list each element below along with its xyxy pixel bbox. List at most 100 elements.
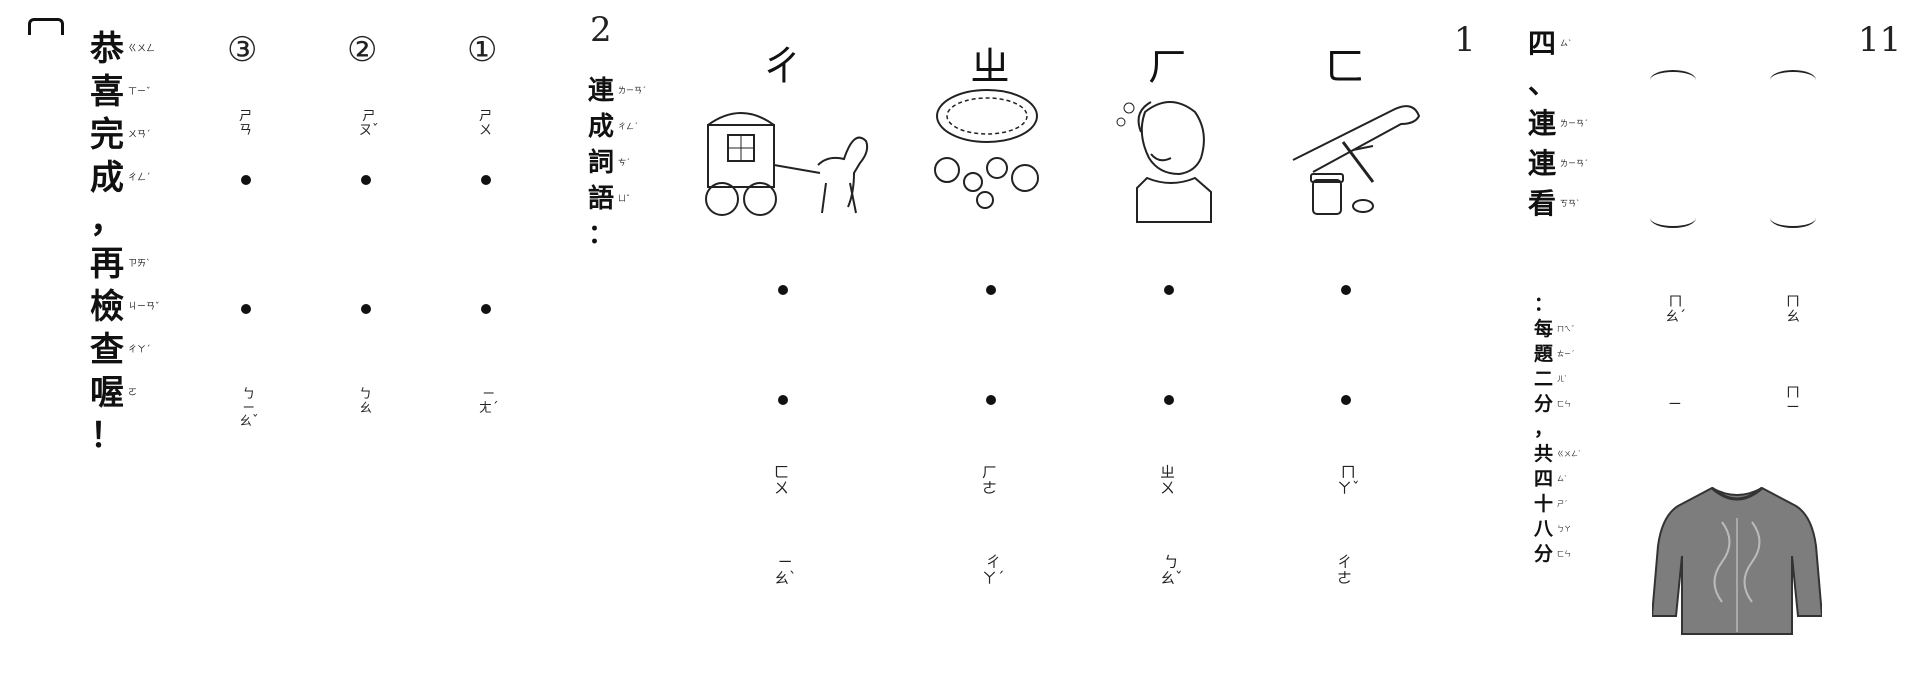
section-4-score-zhuyin: ㄈㄣ bbox=[1557, 400, 1572, 408]
connect-dot[interactable] bbox=[1341, 395, 1351, 405]
word-zhuyin-top: ㄏㄜ bbox=[982, 463, 998, 497]
section-4-title-hanzi: 連 bbox=[1528, 107, 1557, 140]
section-4-title-hanzi: 連 bbox=[1528, 147, 1557, 180]
congrats-hanzi: 完 bbox=[90, 115, 124, 155]
section-4-score-char: 分ㄈㄣ bbox=[1534, 395, 1571, 414]
connect-dot[interactable] bbox=[481, 175, 491, 185]
section-4-title-hanzi: 四 bbox=[1528, 27, 1557, 60]
word-zhuyin-top: ㄇㄚˇ bbox=[1337, 463, 1360, 497]
connect-dot[interactable] bbox=[986, 285, 996, 295]
word-zhuyin-top: ㄓㄨ bbox=[1160, 463, 1176, 497]
connect-dot[interactable] bbox=[241, 304, 251, 314]
section-4-score-hanzi: 二 bbox=[1534, 368, 1554, 390]
item-bottom-zhuyin: ㄅㄧㄠˇ bbox=[239, 387, 259, 430]
section-1-number: 1 bbox=[1454, 20, 1476, 60]
section-4-score-hanzi: 每 bbox=[1534, 318, 1554, 340]
section-2-title-char: 語ㄩˇ bbox=[588, 186, 630, 212]
connect-dot[interactable] bbox=[361, 175, 371, 185]
section-2-title-zhuyin: ㄘˊ bbox=[618, 158, 631, 167]
congrats-char: 成ㄔㄥˊ bbox=[90, 161, 151, 195]
section-4-score-hanzi: 題 bbox=[1534, 343, 1554, 365]
connect-dot[interactable] bbox=[986, 395, 996, 405]
section-4-score-zhuyin: ㄍㄨㄥˋ bbox=[1557, 450, 1582, 458]
answer-box-top-left bbox=[1650, 70, 1696, 90]
item-number: ① bbox=[467, 30, 498, 70]
section-4-score-hanzi: ： bbox=[1534, 293, 1554, 315]
section-4-score-zhuyin: ㄈㄣ bbox=[1557, 550, 1572, 558]
congrats-char: ！ bbox=[90, 419, 128, 453]
answer-box-top-right bbox=[1770, 70, 1816, 90]
item-top-zhuyin: ㄕㄢ bbox=[239, 109, 253, 138]
item-number: ③ bbox=[227, 30, 258, 70]
section-2-title-zhuyin: ㄔㄥˊ bbox=[618, 122, 639, 131]
section-4-score-hanzi: 共 bbox=[1534, 443, 1554, 465]
page-number: 11 bbox=[1858, 20, 1902, 60]
section-4-score-char: 題ㄊㄧˊ bbox=[1534, 345, 1575, 364]
congrats-char: 檢ㄐㄧㄢˇ bbox=[90, 290, 160, 324]
congrats-zhuyin: ㄗㄞˋ bbox=[128, 258, 151, 269]
jewelry-necklace-icon bbox=[934, 89, 1039, 209]
section-2-title-hanzi: 連 bbox=[588, 76, 615, 106]
section-4-title-char: 連ㄌㄧㄢˊ bbox=[1528, 150, 1588, 178]
congrats-hanzi: 喜 bbox=[90, 72, 124, 112]
congrats-zhuyin: ㄔㄥˊ bbox=[128, 172, 151, 183]
section-4-title-zhuyin: ㄎㄢˋ bbox=[1560, 199, 1581, 208]
connect-dot[interactable] bbox=[1341, 285, 1351, 295]
connect-dot[interactable] bbox=[778, 285, 788, 295]
congrats-zhuyin: ㄨㄢˊ bbox=[128, 129, 151, 140]
section-4-score-char: 四ㄙˋ bbox=[1534, 470, 1568, 489]
congrats-zhuyin: ㄒㄧˇ bbox=[128, 86, 151, 97]
section-4-score-zhuyin: ㄊㄧˊ bbox=[1557, 350, 1575, 358]
section-4-title-char: 四ㄙˋ bbox=[1528, 30, 1572, 58]
congrats-hanzi: 查 bbox=[90, 330, 124, 370]
section-4-title-hanzi: 看 bbox=[1528, 187, 1557, 220]
section-2-number: 2 bbox=[590, 10, 612, 50]
section-4-score-zhuyin: ㄦˋ bbox=[1557, 375, 1568, 383]
section-2-title-char: ： bbox=[588, 222, 618, 248]
section-2-title-zhuyin: ㄩˇ bbox=[618, 194, 631, 203]
section-2-title-hanzi: 語 bbox=[588, 184, 615, 214]
connect-dot[interactable] bbox=[778, 395, 788, 405]
congrats-hanzi: 檢 bbox=[90, 287, 124, 327]
item-number: ② bbox=[347, 30, 378, 70]
section-4-score-char: 共ㄍㄨㄥˋ bbox=[1534, 445, 1582, 464]
section-4-score-hanzi: 八 bbox=[1534, 518, 1554, 540]
congrats-char: 完ㄨㄢˊ bbox=[90, 118, 151, 152]
answer-left-zhuyin-2: ㄧ bbox=[1668, 397, 1682, 413]
congrats-zhuyin: ㄐㄧㄢˇ bbox=[128, 301, 160, 312]
connect-dot[interactable] bbox=[1164, 285, 1174, 295]
left-bracket bbox=[28, 18, 64, 35]
section-4-title-zhuyin: ㄌㄧㄢˊ bbox=[1560, 119, 1589, 128]
section-4-title-hanzi: 、 bbox=[1528, 67, 1557, 100]
word-zhuyin-bottom: ㄔㄜ bbox=[1337, 553, 1353, 587]
zhuyin-letter: ㄓ bbox=[970, 44, 1010, 90]
section-4-title-zhuyin: ㄌㄧㄢˊ bbox=[1560, 159, 1589, 168]
girl-blowing-nose-icon bbox=[1116, 101, 1212, 223]
word-zhuyin-bottom: ㄔㄚˊ bbox=[982, 553, 1005, 587]
connect-dot[interactable] bbox=[481, 304, 491, 314]
section-4-score-hanzi: 十 bbox=[1534, 493, 1554, 515]
section-4-score-char: 二ㄦˋ bbox=[1534, 370, 1568, 389]
connect-dot[interactable] bbox=[1164, 395, 1174, 405]
horse-carriage-icon bbox=[705, 112, 869, 216]
section-4-score-zhuyin: ㄙˋ bbox=[1557, 475, 1568, 483]
congrats-char: 再ㄗㄞˋ bbox=[90, 247, 151, 281]
item-top-zhuyin: ㄕㄨ bbox=[479, 109, 493, 138]
answer-left-zhuyin-1: ㄇㄠˊ bbox=[1665, 294, 1686, 325]
connect-dot[interactable] bbox=[361, 304, 371, 314]
section-2-title-char: 成ㄔㄥˊ bbox=[588, 114, 638, 140]
word-zhuyin-top: ㄈㄨ bbox=[774, 463, 790, 497]
section-4-score-char: ， bbox=[1534, 420, 1557, 439]
congrats-char: ， bbox=[90, 204, 128, 238]
medicine-application-icon bbox=[1292, 105, 1421, 215]
word-zhuyin-bottom: ㄅㄠˇ bbox=[1160, 553, 1183, 587]
section-2-title-hanzi: 成 bbox=[588, 112, 615, 142]
connect-dot[interactable] bbox=[241, 175, 251, 185]
congrats-char: 查ㄔㄚˊ bbox=[90, 333, 151, 367]
section-2-title-zhuyin: ㄌㄧㄢˊ bbox=[618, 86, 647, 95]
word-zhuyin-bottom: ㄧㄠˋ bbox=[774, 553, 797, 587]
